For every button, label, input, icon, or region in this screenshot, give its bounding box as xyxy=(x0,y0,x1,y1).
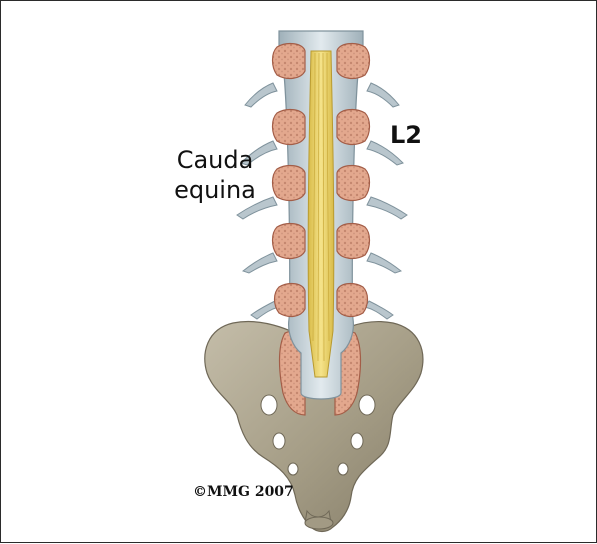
cauda-label-line2: equina xyxy=(169,175,261,205)
copyright-label: ©MMG 2007 xyxy=(193,484,294,500)
nerve-bundle xyxy=(308,51,334,377)
l2-label: L2 xyxy=(390,121,422,149)
cauda-label-line1: Cauda xyxy=(169,145,261,175)
cauda-equina-label: Cauda equina xyxy=(169,145,261,205)
